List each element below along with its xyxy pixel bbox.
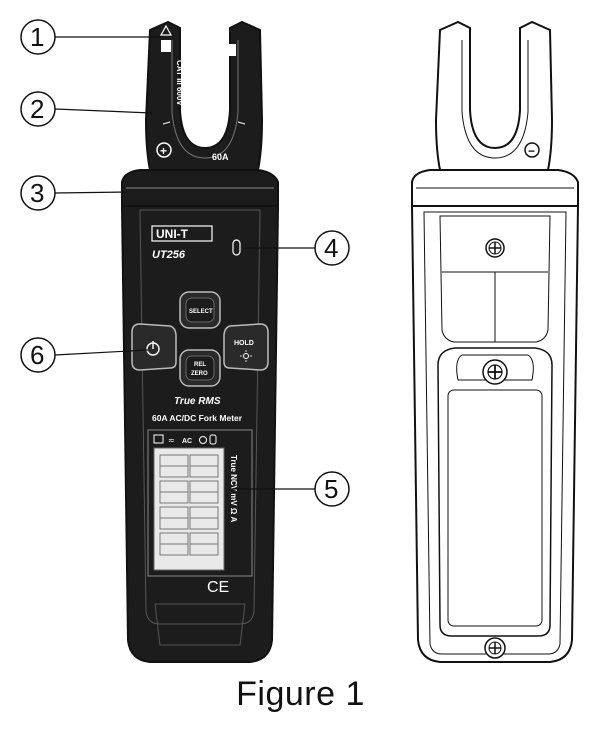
front-fork-jaws [144,20,264,171]
callout-4-number: 4 [324,233,338,263]
right-tip-mark [226,44,236,56]
back-upper-panel [439,215,551,343]
meter-description: 60A AC/DC Fork Meter [152,413,243,423]
rel-zero-button[interactable]: REL ZERO [179,349,221,387]
brand-logo: UNI-T [156,227,189,241]
back-fork-jaws [434,20,554,171]
front-bottom-groove [154,603,246,646]
minus-terminal-icon [524,142,540,158]
left-tip-mark [161,40,171,52]
hold-button-label: HOLD [234,340,254,347]
bottom-screw-icon [484,637,506,659]
rel-label: REL [194,362,206,368]
lcd-indicator-icon [209,434,217,445]
power-button[interactable] [131,323,177,371]
ac-symbol-icon: ≂ [168,436,175,445]
warning-triangle-icon [159,24,173,36]
lcd-digits [159,454,219,556]
backlight-icon [243,353,249,359]
callout-6-number: 6 [30,340,44,370]
jaw-current-text: 60A [212,152,229,162]
backlight-rays-icon [240,350,252,362]
front-fork-inner-edge [171,40,239,159]
jaw-mark-left [162,121,171,125]
callout-2: 2 [20,91,153,127]
ac-text-icon: AC [182,438,192,445]
back-fork-inner [461,40,529,159]
model-name: UT256 [152,249,186,261]
select-button-label: SELECT [189,309,213,315]
callout-3: 3 [20,175,129,211]
callout-3-number: 3 [30,178,44,208]
ce-mark: CE [207,579,229,596]
callout-1-number: 1 [30,22,44,52]
lcd-screen [153,447,225,571]
battery-icon [153,434,164,444]
top-screw-icon [485,238,505,258]
battery-cover-inner [447,389,543,627]
true-rms-label: True RMS [174,396,221,407]
led-window [232,239,241,256]
back-view: − [410,20,580,663]
front-inner-panel [139,209,261,625]
minus-sign: − [528,144,535,158]
callout-6: 6 [20,337,149,373]
lcd-top-icons: ≂ AC [153,434,217,445]
plus-terminal-icon [156,142,172,158]
middle-screw-icon [482,359,508,385]
front-view: CAT III 600V + 60A UNI-T UT256 SELECT [120,20,280,663]
back-main-body [410,205,580,663]
hold-button[interactable]: HOLD [223,323,269,371]
plus-sign: + [160,144,167,158]
callout-5-number: 5 [324,474,338,504]
zero-label: ZERO [191,371,208,377]
battery-compartment [437,347,553,637]
select-button[interactable]: SELECT [179,291,221,329]
back-inner-outline [423,211,567,655]
auto-off-icon [199,436,207,444]
callout-1: 1 [20,19,163,55]
callout-4: 4 [244,230,350,266]
jaw-mark-right [237,121,246,125]
battery-cover-latch [456,354,534,381]
callout-2-number: 2 [30,94,44,124]
figure-caption: Figure 1 [236,675,365,713]
callout-5: 5 [229,471,350,507]
brand-logo-box [151,225,213,242]
jaw-rating-text: CAT III 600V [175,60,184,106]
